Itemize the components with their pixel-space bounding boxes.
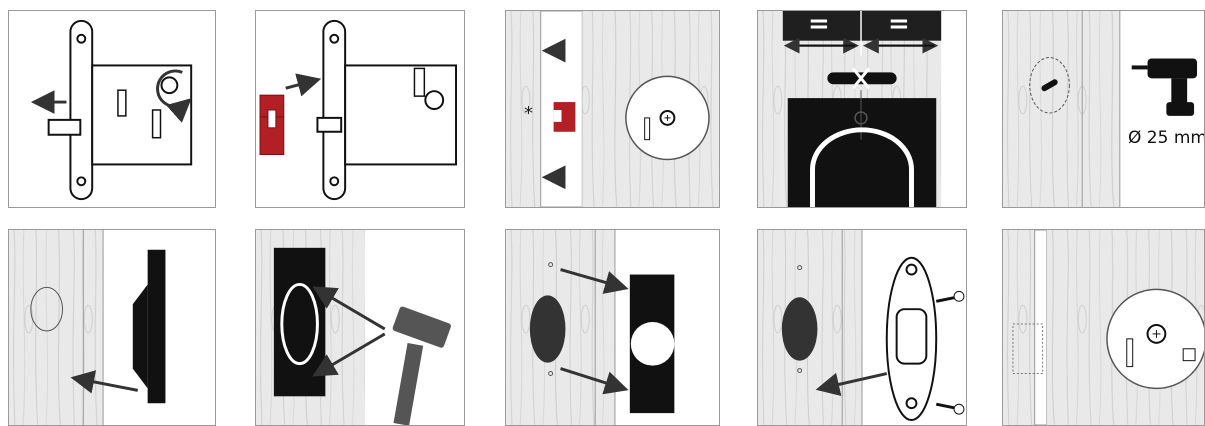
panel-step-7 [255, 229, 465, 426]
panel-step-6 [8, 229, 216, 426]
door-edge-illustration [506, 11, 719, 207]
final-assembly-illustration [1003, 230, 1204, 425]
equal-sign-left: = [808, 10, 830, 39]
hammer-illustration [256, 230, 464, 425]
panel-step-5: Ø 25 mm [1002, 10, 1205, 208]
asterisk-note: * [524, 103, 533, 124]
panel-step-9 [757, 229, 967, 426]
panel-step-1 [8, 10, 216, 208]
adapter-insert-illustration [256, 11, 464, 207]
panel-step-2 [255, 10, 465, 208]
center-mark-illustration [758, 11, 966, 207]
strike-plate-illustration [758, 230, 966, 425]
lock-body-illustration [9, 11, 215, 207]
template-placement-illustration [9, 230, 215, 425]
panel-step-8 [505, 229, 720, 426]
attach-plate-illustration [506, 230, 719, 425]
drill-diameter-label: Ø 25 mm [1128, 128, 1205, 148]
panel-step-3: * [505, 10, 720, 208]
drill-icon [1132, 59, 1197, 116]
drill-illustration [1003, 11, 1204, 207]
red-adapter [260, 95, 284, 154]
equal-sign-right: = [888, 10, 910, 39]
panel-step-10 [1002, 229, 1205, 426]
panel-step-4: = = [757, 10, 967, 208]
